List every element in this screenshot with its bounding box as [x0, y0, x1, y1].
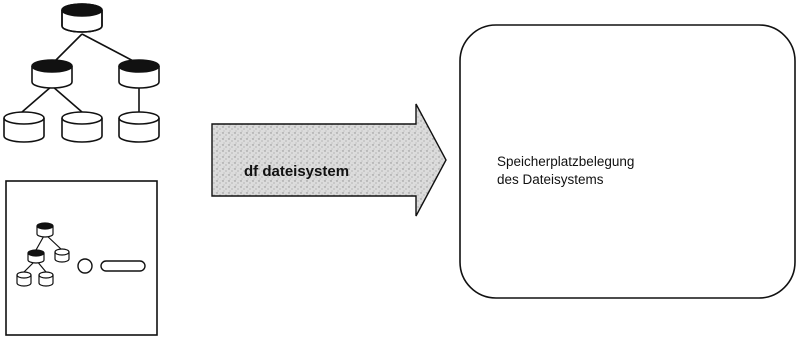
- input-bar-icon: [100, 260, 146, 272]
- output-line-1: Speicherplatzbelegung: [497, 154, 634, 169]
- root-disk-icon: [61, 3, 103, 33]
- cursor-circle-icon: [77, 258, 93, 274]
- leaf-disk-2-icon: [61, 111, 103, 143]
- mounted-disk-left-icon: [31, 59, 73, 89]
- filesystem-tree: [3, 3, 160, 143]
- output-frame: [459, 24, 796, 299]
- tree-connector-lines: [21, 33, 140, 113]
- mounted-disk-right-icon: [118, 59, 160, 89]
- output-panel: Speicherplatzbelegung des Dateisystems: [459, 24, 796, 299]
- command-label: df dateisystem: [244, 163, 349, 180]
- leaf-disk-1-icon: [3, 111, 45, 143]
- command-arrow: df dateisystem: [211, 103, 447, 217]
- leaf-disk-3-icon: [118, 111, 160, 143]
- output-line-2: des Dateisystems: [497, 172, 604, 187]
- terminal-screen: [5, 180, 158, 336]
- mini-tree-icon: [16, 222, 70, 287]
- arrow-shape: [211, 103, 447, 217]
